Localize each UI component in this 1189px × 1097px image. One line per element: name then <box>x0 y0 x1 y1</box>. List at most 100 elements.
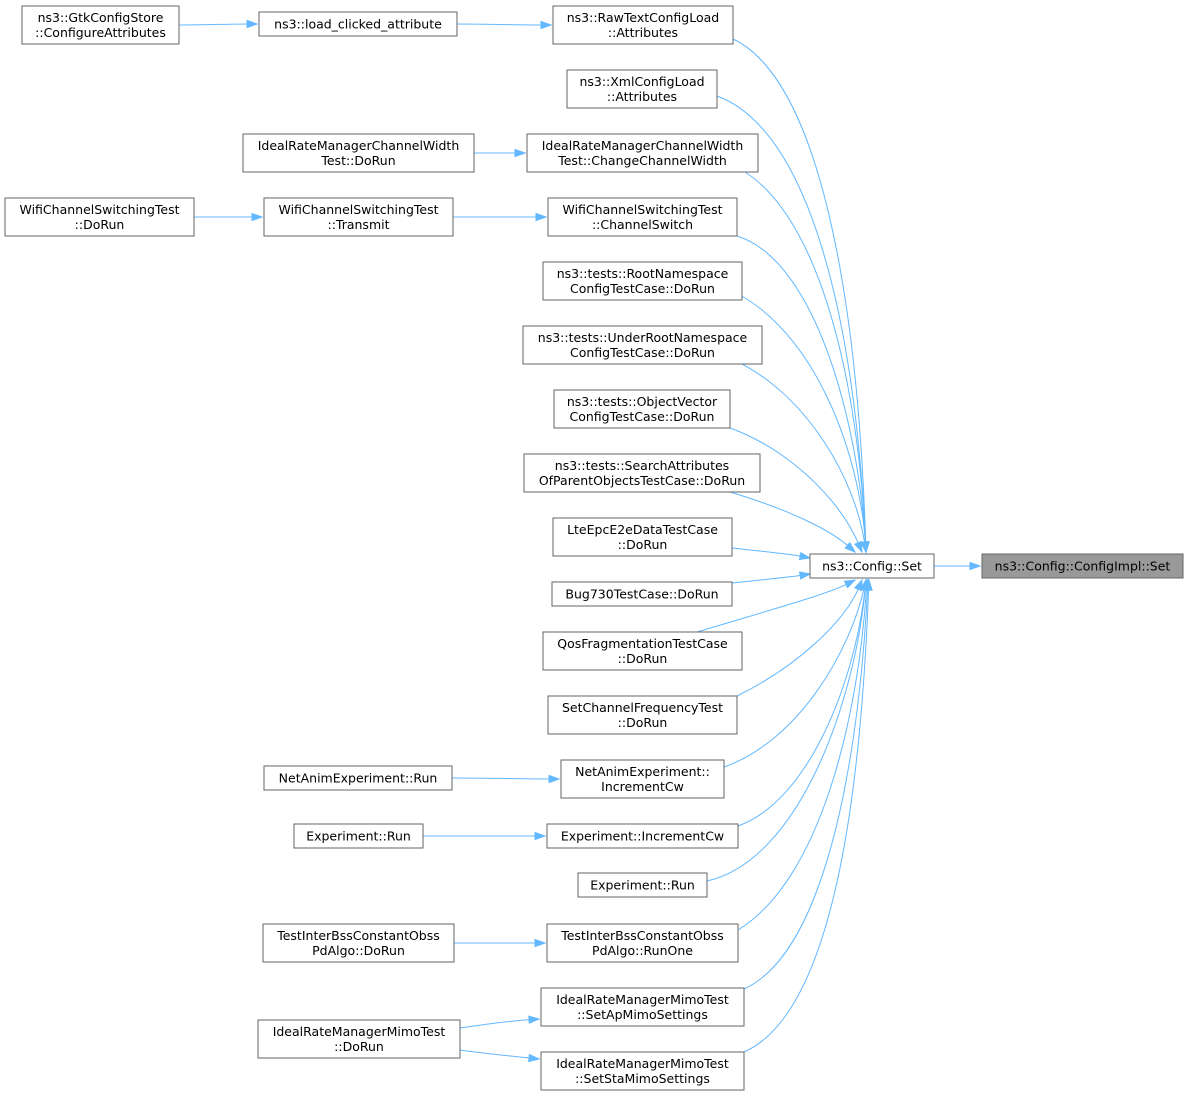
node-gtk-label-line-1: ::ConfigureAttributes <box>35 25 166 40</box>
node-xml-label-line-1: ::Attributes <box>607 89 677 104</box>
node-bug730[interactable]: Bug730TestCase::DoRun <box>551 581 733 607</box>
node-wcs_switch-box <box>547 197 738 237</box>
edge-irmm_dorun-to-irmm_ap <box>459 1019 531 1029</box>
node-objvec-label-line-1: ConfigTestCase::DoRun <box>570 409 715 424</box>
node-objvec[interactable]: ns3::tests::ObjectVectorConfigTestCase::… <box>553 389 731 429</box>
node-rawtext-box <box>552 5 734 45</box>
node-rawtext-label-line-1: ::Attributes <box>608 25 678 40</box>
node-irmcw_change-box <box>526 133 759 173</box>
node-gtk[interactable]: ns3::GtkConfigStore::ConfigureAttributes <box>21 5 180 45</box>
node-irmm_dorun-label-line-0: IdealRateManagerMimoTest <box>273 1024 446 1039</box>
node-irmm_ap[interactable]: IdealRateManagerMimoTest::SetApMimoSetti… <box>540 987 745 1027</box>
node-wcs_transmit[interactable]: WifiChannelSwitchingTest::Transmit <box>263 197 454 237</box>
node-irmm_ap-label-line-1: ::SetApMimoSettings <box>577 1007 708 1022</box>
node-xml-box <box>566 69 718 109</box>
node-cfgset[interactable]: ns3::Config::Set <box>809 553 935 579</box>
node-qosfrag-box <box>542 631 743 671</box>
edge-loadclick-to-rawtext <box>456 23 543 26</box>
node-exp_inc[interactable]: Experiment::IncrementCw <box>546 823 739 849</box>
node-lteepc-box <box>552 517 733 557</box>
node-setchanfreq[interactable]: SetChannelFrequencyTest::DoRun <box>547 695 738 735</box>
node-gtk-box <box>21 5 180 45</box>
node-searchattr-label-line-0: ns3::tests::SearchAttributes <box>555 458 729 473</box>
node-lteepc[interactable]: LteEpcE2eDataTestCase::DoRun <box>552 517 733 557</box>
node-irmcw_change-label-line-1: Test::ChangeChannelWidth <box>557 153 727 168</box>
node-loadclick-label-line-0: ns3::load_clicked_attribute <box>274 17 442 32</box>
node-objvec-label-line-0: ns3::tests::ObjectVector <box>567 394 718 409</box>
node-lteepc-label-line-1: ::DoRun <box>618 537 668 552</box>
node-xml[interactable]: ns3::XmlConfigLoad::Attributes <box>566 69 718 109</box>
node-tib_dorun-label-line-1: PdAlgo::DoRun <box>312 943 405 958</box>
node-rootns-label-line-0: ns3::tests::RootNamespace <box>557 266 729 281</box>
node-wcs_dorun[interactable]: WifiChannelSwitchingTest::DoRun <box>4 197 195 237</box>
node-wcs_transmit-label-line-1: ::Transmit <box>327 217 389 232</box>
node-rawtext-label-line-0: ns3::RawTextConfigLoad <box>567 10 719 25</box>
node-exp_run2[interactable]: Experiment::Run <box>577 872 708 898</box>
edge-gtk-to-loadclick <box>178 23 249 26</box>
edge-tib_runone-to-cfgset <box>737 588 867 931</box>
node-loadclick-box <box>258 11 458 37</box>
node-cfgset-box <box>809 553 935 579</box>
node-irmm_ap-box <box>540 987 745 1027</box>
node-cfgset-label-line-0: ns3::Config::Set <box>822 559 922 574</box>
node-searchattr-label-line-1: OfParentObjectsTestCase::DoRun <box>539 473 745 488</box>
node-qosfrag[interactable]: QosFragmentationTestCase::DoRun <box>542 631 743 671</box>
node-irmcw_dorun-label-line-0: IdealRateManagerChannelWidth <box>258 138 460 153</box>
arrowhead-objvec-to-cfgset <box>854 540 863 554</box>
node-wcs_switch[interactable]: WifiChannelSwitchingTest::ChannelSwitch <box>547 197 738 237</box>
node-rootns[interactable]: ns3::tests::RootNamespaceConfigTestCase:… <box>542 261 743 301</box>
arrowhead-netanim_run-to-netanim_inc <box>548 774 561 784</box>
node-searchattr-box <box>523 453 761 493</box>
node-netanim_run-label-line-0: NetAnimExperiment::Run <box>279 771 438 786</box>
arrowhead-underroot-to-cfgset <box>860 540 869 554</box>
node-wcs_dorun-label-line-0: WifiChannelSwitchingTest <box>19 202 179 217</box>
node-gtk-label-line-0: ns3::GtkConfigStore <box>38 10 164 25</box>
edge-searchattr-to-cfgset <box>729 491 849 547</box>
arrowhead-lteepc-to-cfgset <box>798 551 812 561</box>
node-irmm_sta[interactable]: IdealRateManagerMimoTest::SetStaMimoSett… <box>540 1051 745 1091</box>
node-netanim_run[interactable]: NetAnimExperiment::Run <box>263 765 453 791</box>
node-tib_dorun-label-line-0: TestInterBssConstantObss <box>276 928 440 943</box>
node-irmm_dorun[interactable]: IdealRateManagerMimoTest::DoRun <box>257 1019 461 1059</box>
edge-irmm_ap-to-cfgset <box>743 588 869 990</box>
arrowhead-irmcw_dorun-to-irmcw_change <box>514 148 527 158</box>
node-irmcw_dorun-label-line-1: Test::DoRun <box>320 153 395 168</box>
edge-underroot-to-cfgset <box>741 363 866 544</box>
edge-lteepc-to-cfgset <box>731 547 802 557</box>
node-searchattr[interactable]: ns3::tests::SearchAttributesOfParentObje… <box>523 453 761 493</box>
node-exp_inc-label-line-0: Experiment::IncrementCw <box>561 829 724 844</box>
node-loadclick[interactable]: ns3::load_clicked_attribute <box>258 11 458 37</box>
node-netanim_inc-label-line-0: NetAnimExperiment:: <box>575 764 710 779</box>
node-underroot[interactable]: ns3::tests::UnderRootNamespaceConfigTest… <box>522 325 763 365</box>
node-irmcw_change[interactable]: IdealRateManagerChannelWidthTest::Change… <box>526 133 759 173</box>
edge-netanim_inc-to-cfgset <box>723 588 865 768</box>
edge-setchanfreq-to-cfgset <box>736 588 859 697</box>
arrowhead-cfgset-to-target <box>969 561 982 571</box>
node-irmm_sta-label-line-0: IdealRateManagerMimoTest <box>556 1056 729 1071</box>
node-underroot-box <box>522 325 763 365</box>
node-rawtext[interactable]: ns3::RawTextConfigLoad::Attributes <box>552 5 734 45</box>
node-netanim_inc-box <box>560 759 725 799</box>
edge-rootns-to-cfgset <box>739 294 866 544</box>
node-exp_run1[interactable]: Experiment::Run <box>293 823 424 849</box>
edge-irmm_dorun-to-irmm_sta <box>459 1049 531 1059</box>
node-wcs_transmit-label-line-0: WifiChannelSwitchingTest <box>278 202 438 217</box>
node-rootns-box <box>542 261 743 301</box>
node-irmm_dorun-box <box>257 1019 461 1059</box>
node-target: ns3::Config::ConfigImpl::Set <box>981 553 1184 579</box>
edge-exp_inc-to-cfgset <box>737 588 866 827</box>
node-exp_run2-label-line-0: Experiment::Run <box>590 878 695 893</box>
node-rootns-label-line-1: ConfigTestCase::DoRun <box>570 281 715 296</box>
arrowhead-wcs_transmit-to-wcs_switch <box>535 212 548 222</box>
node-tib_runone-label-line-0: TestInterBssConstantObss <box>560 928 724 943</box>
node-xml-label-line-0: ns3::XmlConfigLoad <box>579 74 704 89</box>
node-irmm_sta-label-line-1: ::SetStaMimoSettings <box>575 1071 710 1086</box>
arrowhead-irmm_dorun-to-irmm_ap <box>528 1015 541 1024</box>
edge-objvec-to-cfgset <box>729 427 859 544</box>
node-netanim_inc[interactable]: NetAnimExperiment::IncrementCw <box>560 759 725 799</box>
edge-irmm_sta-to-cfgset <box>743 588 870 1053</box>
arrowhead-searchattr-to-cfgset <box>844 541 857 553</box>
